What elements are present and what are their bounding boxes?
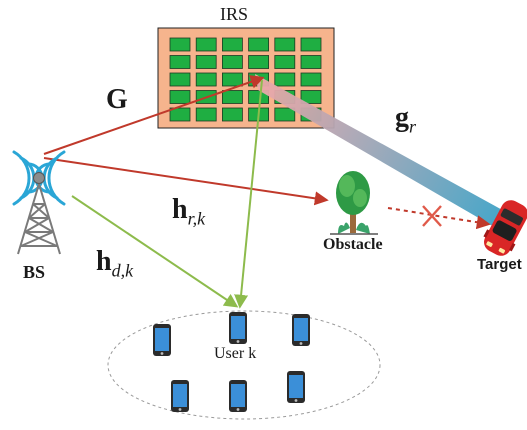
irs-element xyxy=(300,72,322,87)
irs-element xyxy=(274,37,296,52)
irs-element xyxy=(248,90,270,104)
irs-element xyxy=(248,37,270,52)
smartphone-icon xyxy=(292,314,310,346)
irs-element xyxy=(195,107,217,122)
irs-element xyxy=(221,107,243,122)
obstacle-label: Obstacle xyxy=(323,236,383,253)
irs-element xyxy=(195,72,217,87)
irs-element xyxy=(169,72,191,87)
target-label: Target xyxy=(477,256,522,273)
irs-element xyxy=(274,55,296,69)
irs-title: IRS xyxy=(220,4,249,24)
irs-element xyxy=(169,37,191,52)
blocked-obstacle-target-link xyxy=(387,207,491,230)
blocked-x-icon xyxy=(422,205,442,227)
irs-element xyxy=(274,107,296,122)
channel-label-h-rk: hr,k xyxy=(172,194,205,230)
smartphone-icon xyxy=(229,312,247,344)
irs-element xyxy=(195,37,217,52)
irs-element xyxy=(221,72,243,87)
channel-label-h-dk: hd,k xyxy=(96,246,133,282)
smartphone-icon xyxy=(229,380,247,412)
smartphone-icon xyxy=(153,324,171,356)
irs-element xyxy=(300,90,322,104)
irs-element xyxy=(221,37,243,52)
bs-label: BS xyxy=(23,262,46,282)
car-icon xyxy=(483,200,527,256)
bs-obstacle-link xyxy=(43,157,329,206)
irs-element xyxy=(169,55,191,69)
irs-element xyxy=(300,37,322,52)
symbol-base: h xyxy=(96,246,112,277)
smartphone-icon xyxy=(287,371,305,403)
symbol-base: h xyxy=(172,194,188,225)
irs-element xyxy=(221,55,243,69)
irs-element xyxy=(221,90,243,104)
irs-element xyxy=(248,55,270,69)
antenna-tower-icon xyxy=(12,150,66,255)
irs-element xyxy=(274,72,296,87)
sensing-beam xyxy=(255,74,506,228)
irs-element xyxy=(300,55,322,69)
user-label: User k xyxy=(214,345,257,362)
irs-element xyxy=(169,90,191,104)
bs-user-link-h-dk xyxy=(71,195,239,308)
channel-label-g-r: gr xyxy=(395,102,416,138)
irs-element xyxy=(169,107,191,122)
symbol-subscript: r xyxy=(409,116,417,137)
smartphone-icon xyxy=(171,380,189,412)
irs-user-link-h-rk xyxy=(234,79,263,309)
tree-icon xyxy=(330,171,378,235)
bs-irs-link-G xyxy=(43,75,265,155)
channel-label-g: G xyxy=(106,84,128,115)
symbol-subscript: d,k xyxy=(111,260,134,281)
irs-element xyxy=(195,55,217,69)
symbol-base: g xyxy=(395,102,409,133)
symbol-subscript: r,k xyxy=(187,208,206,229)
user-devices xyxy=(153,312,310,412)
user-cluster-ellipse xyxy=(107,310,381,420)
